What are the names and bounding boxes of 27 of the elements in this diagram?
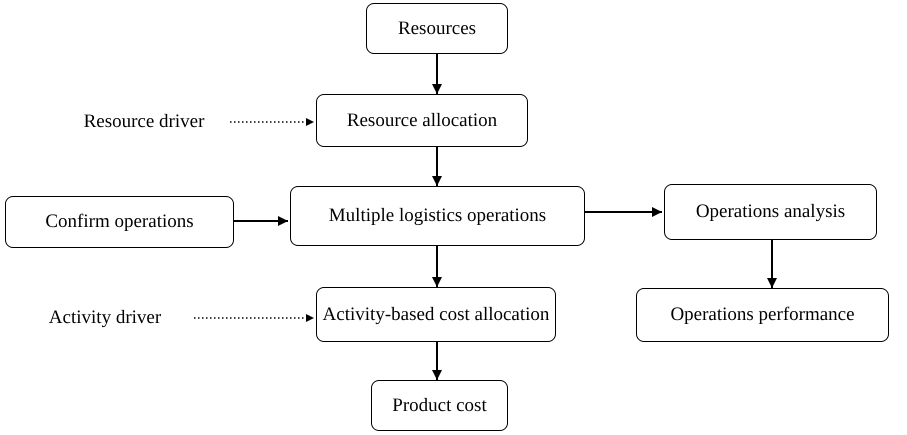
dotted-arrow	[194, 314, 314, 322]
process-box	[366, 3, 508, 54]
process-box	[371, 380, 508, 431]
node-label: Multiple logistics operations	[328, 205, 546, 227]
arrow	[432, 342, 442, 380]
arrow	[767, 240, 777, 288]
arrow	[432, 147, 442, 186]
arrow	[432, 54, 442, 94]
process-box	[664, 184, 877, 240]
node-label: Activity-based cost allocation	[322, 304, 550, 326]
process-box	[290, 186, 585, 246]
process-box	[5, 196, 234, 248]
process-box	[636, 288, 889, 342]
process-box	[316, 94, 528, 147]
node-label: Operations analysis	[696, 201, 846, 223]
node-label: Confirm operations	[45, 211, 194, 233]
process-box	[316, 287, 556, 342]
node-label: Resource driver	[84, 111, 204, 133]
arrow	[234, 216, 288, 226]
dotted-arrow	[230, 118, 314, 126]
arrow	[432, 246, 442, 287]
node-label: Resource allocation	[346, 110, 498, 132]
node-label: Activity driver	[48, 307, 162, 329]
node-label: Operations performance	[670, 304, 855, 326]
node-label: Product cost	[392, 394, 487, 416]
node-label: Resources	[398, 18, 476, 40]
arrow	[585, 207, 662, 217]
